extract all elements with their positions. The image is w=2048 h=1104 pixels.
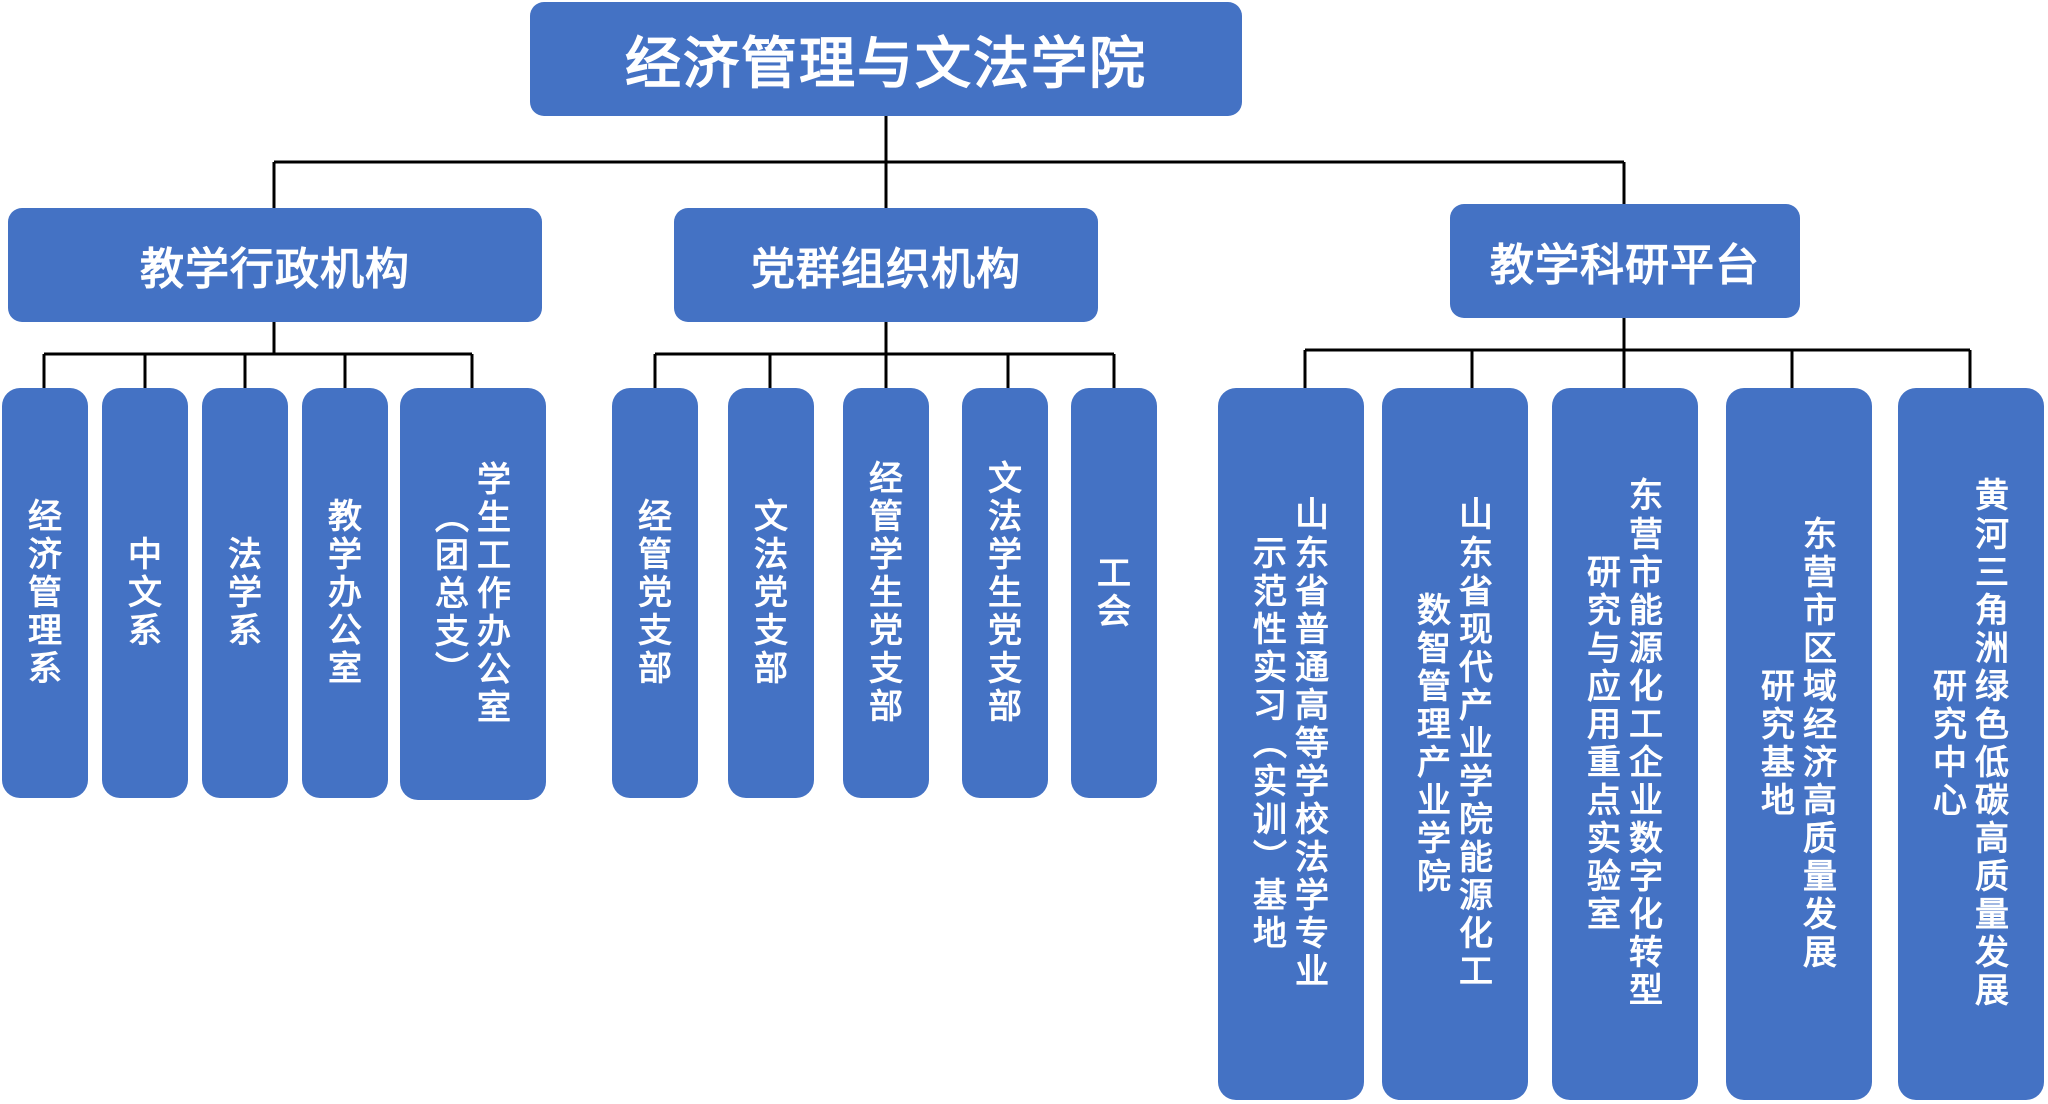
leaf-teaching-office: 教学办公室	[302, 388, 388, 798]
leaf-text-column: 研究基地	[1761, 666, 1795, 822]
leaf-regional-economy-research-base: 东营市区域经济高质量发展研究基地	[1726, 388, 1872, 1100]
leaf-text-column: 山东省现代产业学院能源化工	[1459, 495, 1493, 993]
leaf-text-column: 文法学生党支部	[988, 458, 1022, 728]
leaf-law-internship-base: 山东省普通高等学校法学专业示范性实习︵实训︶基地	[1218, 388, 1364, 1100]
leaf-text-column: 工会	[1097, 553, 1131, 632]
leaf-econ-mgmt-party-branch: 经管党支部	[612, 388, 698, 798]
leaf-text-column: 文法党支部	[754, 496, 788, 690]
leaf-text-column: 黄河三角洲绿色低碳高质量发展	[1975, 476, 2009, 1012]
category-party-orgs: 党群组织机构	[674, 208, 1098, 322]
leaf-text-column: 法学系	[228, 534, 262, 652]
leaf-text-column: 经管学生党支部	[869, 458, 903, 728]
leaf-chinese-dept: 中文系	[102, 388, 188, 798]
category-research-platforms: 教学科研平台	[1450, 204, 1800, 318]
leaf-text-column: 东营市能源化工企业数字化转型	[1629, 476, 1663, 1012]
leaf-humanities-law-party-branch: 文法党支部	[728, 388, 814, 798]
leaf-text-column: 经管党支部	[638, 496, 672, 690]
leaf-text-column: 学生工作办公室	[477, 459, 511, 729]
leaf-student-affairs-office: 学生工作办公室︵团总支︶	[400, 388, 546, 800]
leaf-modern-industry-college: 山东省现代产业学院能源化工数智管理产业学院	[1382, 388, 1528, 1100]
leaf-labor-union: 工会	[1071, 388, 1157, 798]
leaf-economics-management-dept: 经济管理系	[2, 388, 88, 798]
leaf-text-column: 东营市区域经济高质量发展	[1803, 514, 1837, 974]
leaf-text-column: 经济管理系	[28, 496, 62, 690]
category-teaching-admin: 教学行政机构	[8, 208, 542, 322]
leaf-law-dept: 法学系	[202, 388, 288, 798]
leaf-text-column: 山东省普通高等学校法学专业	[1295, 495, 1329, 993]
leaf-econ-mgmt-student-party-branch: 经管学生党支部	[843, 388, 929, 798]
leaf-text-column: 研究与应用重点实验室	[1587, 552, 1621, 936]
leaf-text-column: ︵团总支︶	[435, 497, 469, 691]
root-node: 经济管理与文法学院	[530, 2, 1242, 116]
leaf-text-column: 教学办公室	[328, 496, 362, 690]
leaf-text-column: 研究中心	[1933, 666, 1967, 822]
leaf-text-column: 数智管理产业学院	[1417, 590, 1451, 898]
leaf-energy-chemical-key-lab: 东营市能源化工企业数字化转型研究与应用重点实验室	[1552, 388, 1698, 1100]
leaf-text-column: 示范性实习︵实训︶基地	[1253, 533, 1287, 955]
leaf-humanities-law-student-party-branch: 文法学生党支部	[962, 388, 1048, 798]
leaf-yellow-river-delta-research-center: 黄河三角洲绿色低碳高质量发展研究中心	[1898, 388, 2044, 1100]
leaf-text-column: 中文系	[128, 534, 162, 652]
